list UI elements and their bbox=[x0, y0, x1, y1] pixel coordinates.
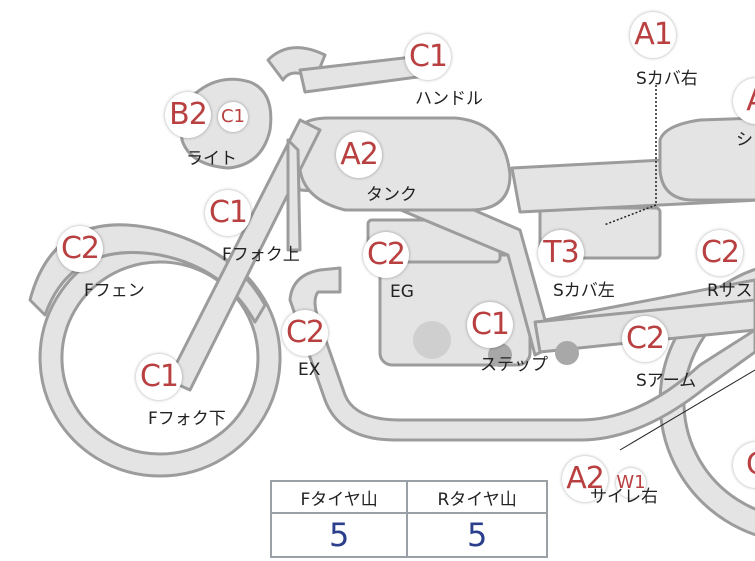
label-silencer-right: サイレ右 bbox=[590, 487, 658, 507]
fork-tube bbox=[286, 138, 302, 252]
label-seat: シ bbox=[736, 130, 753, 150]
exhaust-shape bbox=[288, 266, 755, 442]
label-light: ライト bbox=[186, 149, 237, 169]
grade-tank: A2 bbox=[336, 132, 382, 178]
label-front-fork-lower: Fフォク下 bbox=[148, 409, 226, 429]
grade-side-cover-right: A1 bbox=[630, 12, 676, 58]
value-rear-tire: 5 bbox=[406, 512, 548, 558]
grade-engine: C2 bbox=[363, 232, 409, 278]
grade-side-cover-left: T3 bbox=[538, 230, 584, 276]
grade-light: B2 bbox=[165, 92, 211, 138]
grade-silencer-right-secondary: W1 bbox=[616, 468, 646, 498]
label-front-fork-upper: Fフォク上 bbox=[222, 245, 300, 265]
front-fork-shape bbox=[166, 118, 322, 392]
label-engine: EG bbox=[390, 282, 414, 302]
label-front-fender: Fフェン bbox=[84, 281, 145, 301]
label-rear-suspension: Rサス bbox=[707, 281, 753, 301]
label-exhaust: EX bbox=[298, 360, 321, 380]
header-front-tire: Fタイヤ山 bbox=[269, 480, 409, 514]
grade-seat: A bbox=[733, 78, 755, 124]
step-peg-right bbox=[555, 341, 579, 365]
label-swing-arm: Sアーム bbox=[636, 371, 697, 391]
grade-swing-arm: C2 bbox=[622, 316, 668, 362]
step-peg-left bbox=[488, 343, 512, 367]
label-tank: タンク bbox=[366, 185, 417, 205]
engine-cover bbox=[413, 321, 451, 359]
grade-rear-suspension: C2 bbox=[697, 230, 743, 276]
grade-front-fork-lower: C1 bbox=[136, 354, 182, 400]
grade-step: C1 bbox=[467, 302, 513, 348]
label-step: ステップ bbox=[480, 355, 548, 375]
grade-rear-partial: C bbox=[733, 442, 755, 488]
leader-side-cover-right bbox=[603, 85, 657, 226]
label-side-cover-right: Sカバ右 bbox=[636, 69, 698, 89]
header-rear-tire: Rタイヤ山 bbox=[406, 480, 548, 514]
grade-silencer-right: A2 bbox=[562, 456, 608, 502]
grade-light-secondary: C1 bbox=[218, 102, 248, 132]
grade-exhaust: C2 bbox=[282, 310, 328, 356]
value-front-tire: 5 bbox=[269, 512, 409, 558]
grade-handle: C1 bbox=[405, 34, 451, 80]
label-handle: ハンドル bbox=[415, 89, 483, 109]
leader-silencer bbox=[619, 369, 755, 451]
tire-tread-table: Fタイヤ山 Rタイヤ山 5 5 bbox=[269, 480, 548, 558]
seat-shape bbox=[658, 116, 755, 202]
label-side-cover-left: Sカバ左 bbox=[553, 281, 615, 301]
grade-front-fender: C2 bbox=[57, 226, 103, 272]
front-wheel bbox=[38, 238, 282, 478]
grade-front-fork-upper: C1 bbox=[205, 190, 251, 236]
